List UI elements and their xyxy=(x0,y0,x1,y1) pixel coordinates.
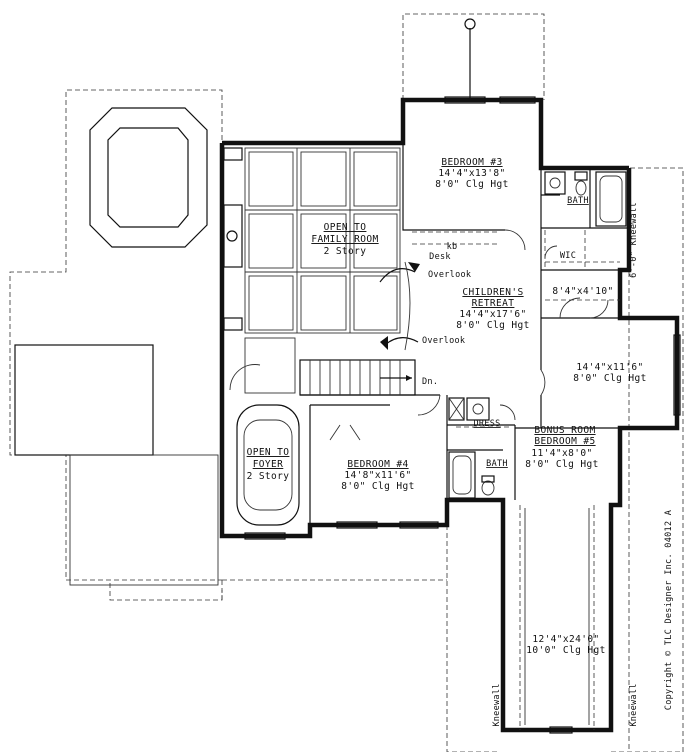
open-foyer-sub: 2 Story xyxy=(247,471,290,482)
windows xyxy=(244,96,681,734)
open-foyer-label-2: FOYER xyxy=(253,459,284,470)
overlook-label-1: Overlook xyxy=(428,270,471,280)
wic-label: WIC xyxy=(560,251,576,261)
fixture-labels: BATH WIC DRESS BATH Desk kb Overlook Ove… xyxy=(422,196,589,469)
down-label: Dn. xyxy=(422,377,438,387)
bonus-room-vault xyxy=(519,505,595,730)
kb-label: kb xyxy=(447,242,458,252)
childrens-retreat-ceiling: 8'0" Clg Hgt xyxy=(456,320,529,331)
bath-upper-label: BATH xyxy=(567,196,589,206)
door-swings xyxy=(229,229,609,441)
bonus-bedroom5-name-1: BONUS ROOM xyxy=(534,425,595,436)
bonus-lower-dims: 12'4"x24'0" xyxy=(532,634,599,645)
octagon-skylight xyxy=(89,107,208,248)
hall-room-ceiling: 8'0" Clg Hgt xyxy=(573,373,646,384)
dress-label: DRESS xyxy=(473,419,500,429)
bedroom4-name: BEDROOM #4 xyxy=(347,459,408,470)
overlook-label-2: Overlook xyxy=(422,336,465,346)
lower-roof-blocks xyxy=(14,344,219,586)
open-to-family-grid xyxy=(244,147,401,394)
top-vent xyxy=(464,18,476,100)
kneewall-right-bottom: Kneewall xyxy=(629,683,639,726)
open-family-label-2: FAMILY ROOM xyxy=(311,234,378,245)
stairs xyxy=(299,359,416,396)
bonus-bedroom5-ceiling: 8'0" Clg Hgt xyxy=(525,459,598,470)
open-family-label-1: OPEN TO xyxy=(324,222,367,233)
kneewall-left-bottom: Kneewall xyxy=(492,683,502,726)
childrens-retreat-dims: 14'4"x17'6" xyxy=(459,309,526,320)
childrens-retreat-name-2: RETREAT xyxy=(472,298,515,309)
desk-label: Desk xyxy=(429,252,451,262)
exterior-walls xyxy=(219,97,680,733)
bedroom3-dims: 14'4"x13'8" xyxy=(438,168,505,179)
bedroom3-ceiling: 8'0" Clg Hgt xyxy=(435,179,508,190)
kneewall-right-top: 6'-0" Kneewall xyxy=(629,202,639,278)
left-wall-openings xyxy=(223,147,243,331)
bedroom4-dims: 14'8"x11'6" xyxy=(344,470,411,481)
copyright-text: Copyright © TLC Designer Inc. 04012 A xyxy=(664,510,674,710)
vertical-labels: 6'-0" Kneewall Kneewall Kneewall Copyrig… xyxy=(492,202,674,727)
bath-fixtures-upper xyxy=(544,171,627,227)
bath-fixtures-lower xyxy=(448,397,495,499)
overlook-arrow-top xyxy=(379,262,420,283)
open-foyer-label-1: OPEN TO xyxy=(247,447,290,458)
open-family-sub: 2 Story xyxy=(324,246,367,257)
bonus-bedroom5-name-2: BEDROOM #5 xyxy=(534,436,595,447)
railing xyxy=(404,261,411,351)
closet-shelves xyxy=(412,230,620,428)
foyer-opening xyxy=(236,404,300,526)
bedroom4-ceiling: 8'0" Clg Hgt xyxy=(341,481,414,492)
room-labels: BEDROOM #3 14'4"x13'8" 8'0" Clg Hgt OPEN… xyxy=(247,157,647,656)
bonus-lower-ceiling: 10'0" Clg Hgt xyxy=(526,645,606,656)
childrens-retreat-name-1: CHILDREN'S xyxy=(462,287,523,298)
bath-lower-label: BATH xyxy=(486,459,508,469)
closet-dims: 8'4"x4'10" xyxy=(552,286,613,297)
bedroom3-name: BEDROOM #3 xyxy=(441,157,502,168)
overlook-arrow-bottom xyxy=(380,336,419,350)
hall-room-dims: 14'4"x11'6" xyxy=(576,362,643,373)
bonus-bedroom5-dims: 11'4"x8'0" xyxy=(531,448,592,459)
